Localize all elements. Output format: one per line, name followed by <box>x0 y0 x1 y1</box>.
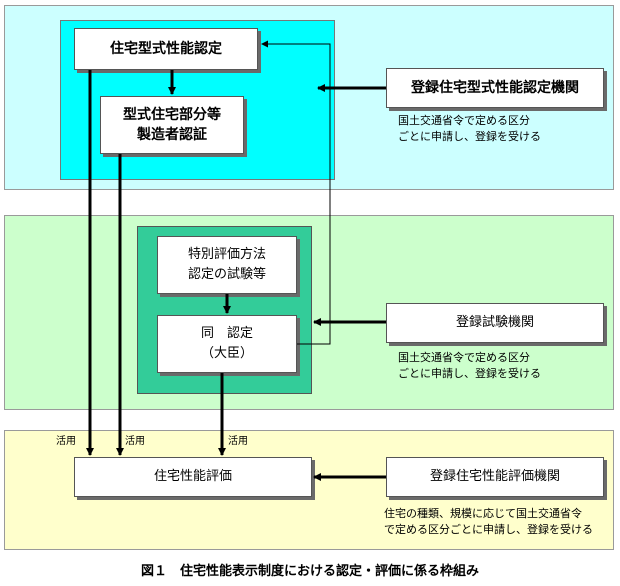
housing-evaluation-text: 住宅性能評価 <box>153 469 232 484</box>
housing-type-certification-text: 住宅型式性能認定 <box>110 41 222 57</box>
test-body-note-line2: ごとに申請し、登録を受ける <box>398 367 541 380</box>
registered-evaluation-body-text: 登録住宅性能評価機関 <box>429 469 560 484</box>
registered-type-body-text: 登録住宅型式性能認定機関 <box>411 80 579 96</box>
same-certification-box: 同 認定 （大臣） <box>157 315 297 373</box>
special-method-line2: 認定の試験等 <box>187 267 266 282</box>
type-body-note: 国土交通省令で定める区分 ごとに申請し、登録を受ける <box>398 113 541 145</box>
manufacturer-certification-line2: 製造者認証 <box>137 127 207 143</box>
arrow-same-cert-to-type-cert <box>261 40 331 345</box>
special-method-box: 特別評価方法 認定の試験等 <box>157 236 297 294</box>
special-method-line1: 特別評価方法 <box>187 247 266 262</box>
test-body-note-line1: 国土交通省令で定める区分 <box>398 351 530 364</box>
type-body-note-line2: ごとに申請し、登録を受ける <box>398 130 541 143</box>
registered-test-body-box: 登録試験機関 <box>386 303 604 343</box>
type-body-note-line1: 国土交通省令で定める区分 <box>398 114 530 127</box>
same-certification-line1: 同 認定 <box>200 326 253 341</box>
manufacturer-certification-line1: 型式住宅部分等 <box>123 107 221 123</box>
registered-test-body-text: 登録試験機関 <box>455 315 534 330</box>
test-body-note: 国土交通省令で定める区分 ごとに申請し、登録を受ける <box>398 350 541 382</box>
registered-evaluation-body-box: 登録住宅性能評価機関 <box>386 457 604 497</box>
use-label-1: 活用 <box>56 436 76 447</box>
evaluation-body-note-line1: 住宅の種類、規模に応じて国土交通省令 <box>384 507 582 520</box>
same-certification-line2: （大臣） <box>200 346 253 361</box>
housing-evaluation-box: 住宅性能評価 <box>74 457 312 497</box>
registered-type-body-box: 登録住宅型式性能認定機関 <box>386 68 604 108</box>
use-label-2: 活用 <box>125 436 145 447</box>
evaluation-body-note-line2: で定める区分ごとに申請し、登録を受ける <box>384 523 593 536</box>
manufacturer-certification-box: 型式住宅部分等 製造者認証 <box>100 96 244 154</box>
housing-type-certification-box: 住宅型式性能認定 <box>74 28 258 70</box>
use-label-3: 活用 <box>228 436 248 447</box>
evaluation-body-note: 住宅の種類、規模に応じて国土交通省令 で定める区分ごとに申請し、登録を受ける <box>384 506 593 538</box>
figure-caption: 図１ 住宅性能表示制度における認定・評価に係る枠組み <box>140 564 479 579</box>
